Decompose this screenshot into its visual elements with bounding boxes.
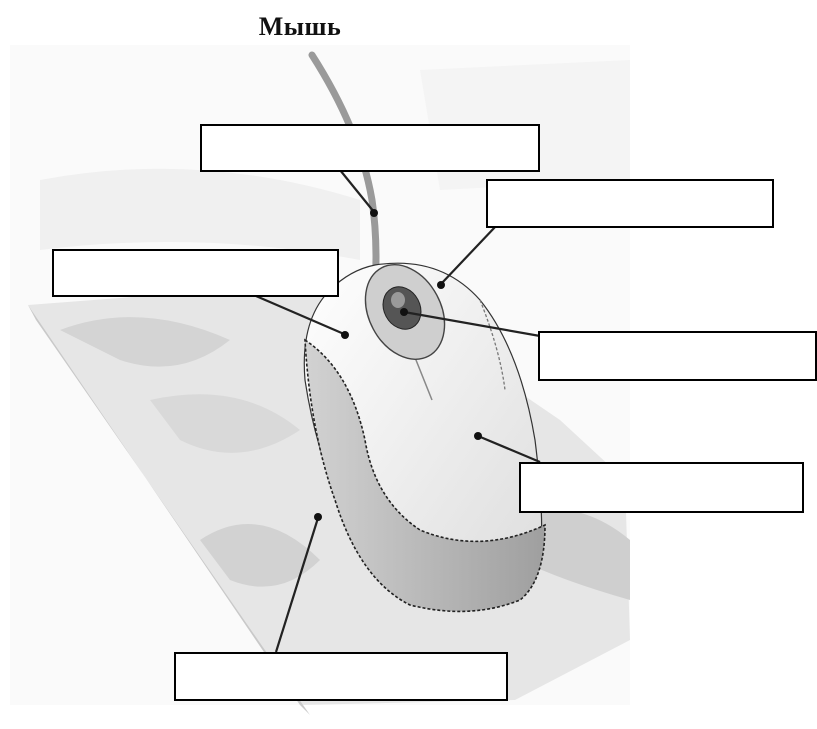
page-title: Мышь: [258, 12, 342, 41]
label-box-left-button[interactable]: [52, 249, 339, 297]
pointer-lines: [255, 169, 541, 653]
label-box-cable[interactable]: [200, 124, 540, 172]
label-box-scroll-wheel[interactable]: [538, 331, 817, 381]
mouse-cable: [308, 51, 380, 294]
mouse-body: [303, 262, 546, 613]
label-box-right-button[interactable]: [486, 179, 774, 228]
label-box-body[interactable]: [519, 462, 804, 513]
label-box-mouse-pad[interactable]: [174, 652, 508, 701]
